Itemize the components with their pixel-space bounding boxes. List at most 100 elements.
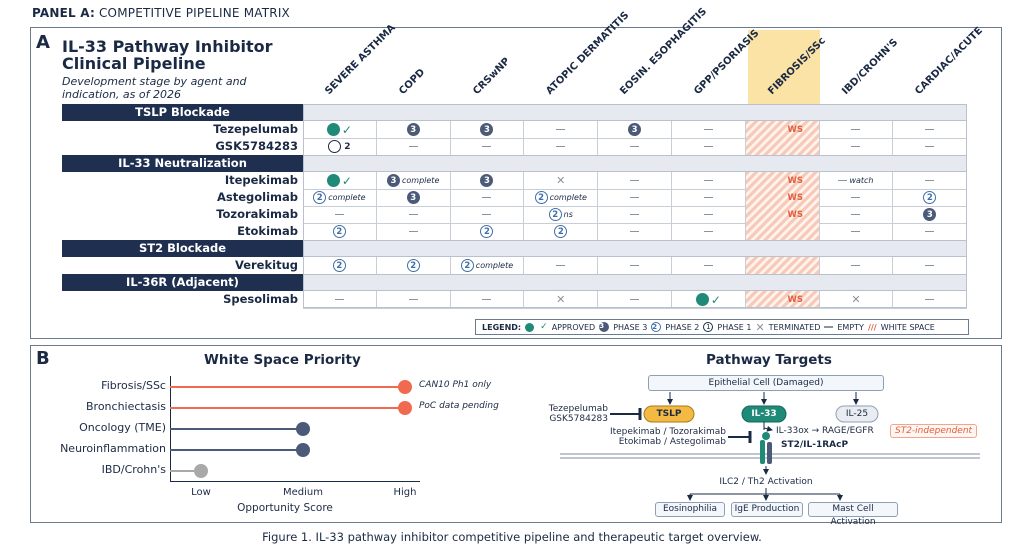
matrix-cell: 3 xyxy=(598,121,672,138)
il33-drug-1: Itepekimab / Tozorakimab xyxy=(609,427,726,437)
matrix-cell xyxy=(893,223,968,240)
empty-icon xyxy=(630,298,640,301)
matrix-cell xyxy=(598,291,672,308)
matrix-cell: ✕ xyxy=(524,172,599,189)
empty-icon xyxy=(630,179,640,182)
outcome-eosinophilia: Eosinophilia xyxy=(655,502,725,517)
tslp-drug-1: Tezepelumab xyxy=(548,404,608,414)
cell-note: complete xyxy=(549,193,587,202)
agent-label: GSK5784283 xyxy=(215,139,298,153)
agent-label: Astegolimab xyxy=(216,190,298,204)
white-space-title: White Space Priority xyxy=(204,352,361,368)
matrix-cell: WS xyxy=(745,121,820,138)
white-space-tag: WS xyxy=(787,192,803,203)
agent-label: Tozorakimab xyxy=(216,207,298,221)
phase3-icon: 3 xyxy=(406,123,420,136)
category-band: ST2 Blockade xyxy=(62,240,303,257)
matrix-cell xyxy=(820,223,894,240)
cell-note: complete xyxy=(402,176,440,185)
legend-phase2: PHASE 2 xyxy=(665,322,700,332)
matrix-cell xyxy=(377,206,451,223)
matrix-cell xyxy=(745,138,820,155)
terminated-icon: ✕ xyxy=(556,293,566,306)
matrix-cell xyxy=(672,206,746,223)
category-band: TSLP Blockade xyxy=(62,104,303,121)
lollipop-stem xyxy=(170,428,303,430)
matrix-cell xyxy=(303,291,377,308)
cell-note: complete xyxy=(328,193,366,202)
matrix-cell: 3 xyxy=(377,121,451,138)
matrix-cell: ✓ xyxy=(303,172,377,189)
phase3-icon: 3 xyxy=(387,174,400,187)
empty-icon xyxy=(851,213,861,216)
priority-note: PoC data pending xyxy=(419,401,499,411)
phase3-icon: 3 xyxy=(480,123,494,136)
matrix-cell xyxy=(451,206,525,223)
matrix-cell xyxy=(672,223,746,240)
cell-note: ns xyxy=(563,210,573,219)
empty-icon xyxy=(630,196,640,199)
phase2-icon: 2 xyxy=(332,259,346,272)
panel-b-frame xyxy=(30,345,1002,523)
lollipop-dot xyxy=(296,422,310,436)
phase2-icon: 2 xyxy=(651,322,662,332)
il1racp-receptor xyxy=(767,442,772,464)
priority-label: Neuroinflammation xyxy=(60,442,166,455)
agent-label: Verekitug xyxy=(234,258,298,272)
matrix-cell xyxy=(745,223,820,240)
empty-icon xyxy=(925,298,935,301)
priority-note: CAN10 Ph1 only xyxy=(419,380,492,390)
matrix-cell: WS xyxy=(745,206,820,223)
pathway-title: Pathway Targets xyxy=(706,352,832,368)
terminated-icon: ✕ xyxy=(755,320,765,334)
phase3-icon: 3 xyxy=(628,123,642,136)
empty-icon xyxy=(925,145,935,148)
matrix-cell xyxy=(524,257,599,274)
receptor-label: ST2/IL-1RAcP xyxy=(781,440,849,450)
phase2-icon: 2 xyxy=(480,225,494,238)
empty-icon xyxy=(556,145,566,148)
matrix-cell: 3 xyxy=(451,172,525,189)
matrix-cell xyxy=(893,138,968,155)
empty-icon xyxy=(556,264,566,267)
outcome-mast-cell: Mast Cell Activation xyxy=(808,502,898,527)
x-tick-label: Medium xyxy=(283,487,323,498)
phase2-icon: 2 xyxy=(406,259,420,272)
white-space-tag: WS xyxy=(787,124,803,135)
empty-icon xyxy=(408,145,418,148)
agent-label: Tezepelumab xyxy=(213,122,298,136)
lollipop-dot xyxy=(398,401,412,415)
empty-icon xyxy=(630,145,640,148)
matrix-cell xyxy=(598,206,672,223)
phase1-icon: 1 xyxy=(703,322,714,332)
priority-label: IBD/Crohn's xyxy=(101,463,166,476)
matrix-cell xyxy=(672,257,746,274)
matrix-cell xyxy=(672,121,746,138)
phase2-icon: 2 xyxy=(460,259,474,272)
terminated-icon: ✕ xyxy=(851,293,861,306)
white-space-tag: WS xyxy=(787,175,803,186)
agent-label: Spesolimab xyxy=(223,292,298,306)
matrix-cell: 3 xyxy=(377,189,451,206)
legend-white-space: WHITE SPACE xyxy=(880,322,935,332)
empty-icon xyxy=(703,196,713,199)
st2-receptor xyxy=(760,440,765,464)
il25-label: IL-25 xyxy=(845,409,869,419)
lollipop-dot xyxy=(398,380,412,394)
approved-icon xyxy=(695,293,709,306)
check-icon: ✓ xyxy=(540,322,548,332)
matrix-cell xyxy=(820,121,894,138)
row-divider xyxy=(303,223,968,224)
il33-drug-2: Etokimab / Astegolimab xyxy=(618,437,726,447)
matrix-cell xyxy=(451,189,525,206)
empty-icon xyxy=(482,298,492,301)
matrix-cell: 2 xyxy=(893,189,968,206)
x-axis-label: Opportunity Score xyxy=(237,502,333,514)
empty-icon xyxy=(851,196,861,199)
tslp-label: TSLP xyxy=(656,409,682,419)
empty-icon xyxy=(703,230,713,233)
